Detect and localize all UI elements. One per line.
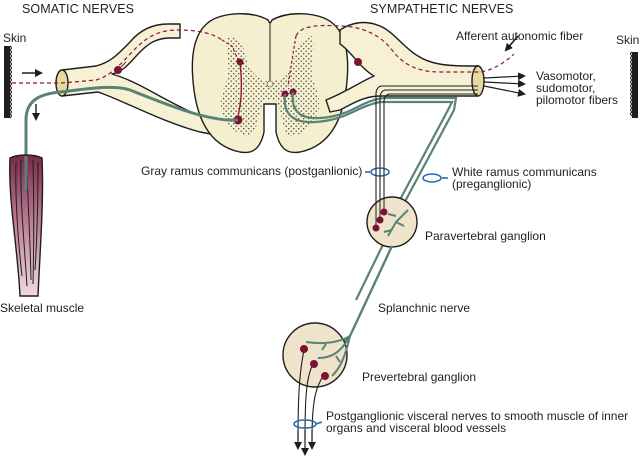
visceral-nerve-arrows <box>294 430 316 456</box>
skin-right <box>630 51 638 118</box>
label-skin-left: Skin <box>3 31 26 45</box>
label-white-ramus-1: White ramus communicans <box>452 165 597 179</box>
visceral-postganglionic-cell <box>321 372 329 380</box>
prevertebral-ganglion <box>282 322 351 441</box>
skeletal-muscle <box>9 154 44 297</box>
afferent-arrow <box>504 35 519 52</box>
label-skeletal-muscle: Skeletal muscle <box>0 301 84 315</box>
label-effector-3: pilomotor fibers <box>536 93 618 107</box>
somatic-motor-fiber <box>24 85 239 160</box>
effector-fiber-arrows <box>483 72 526 97</box>
heading-somatic: SOMATIC NERVES <box>22 2 134 16</box>
label-splanchnic: Splanchnic nerve <box>378 301 470 315</box>
label-effector-1: Vasomotor, <box>536 69 596 83</box>
dorsal-root-ganglion-cell-right <box>354 58 362 66</box>
paravertebral-ganglion <box>366 168 418 248</box>
label-gray-ramus: Gray ramus communicans (postganlionic) <box>141 164 362 178</box>
label-paravertebral: Paravertebral ganglion <box>425 229 546 243</box>
postganglionic-cell <box>380 208 388 216</box>
gray-ramus-fibers <box>375 85 478 228</box>
afferent-autonomic-fiber <box>295 24 515 73</box>
heading-sympathetic: SYMPATHETIC NERVES <box>370 2 514 16</box>
label-prevertebral: Prevertebral ganglion <box>362 370 476 384</box>
somatic-afferent-fiber <box>12 29 223 84</box>
preganglionic-fibers <box>283 91 458 301</box>
skin-left <box>4 45 12 119</box>
postganglionic-cell <box>372 224 380 232</box>
label-white-ramus-2: (preganglionic) <box>452 177 531 191</box>
label-postganglionic-visceral-1: Postganglionic visceral nerves to smooth… <box>326 409 628 423</box>
postganglionic-cell <box>376 216 384 224</box>
visceral-postganglionic-cell <box>300 345 308 353</box>
white-ramus-ring-marker <box>422 173 442 183</box>
label-skin-right: Skin <box>616 33 639 47</box>
label-afferent-autonomic: Afferent autonomic fiber <box>456 29 583 43</box>
label-postganglionic-visceral-2: organs and visceral blood vessels <box>326 421 506 435</box>
visceral-postganglionic-cell <box>310 360 318 368</box>
spinal-cord <box>191 13 349 154</box>
label-effector-2: sudomotor, <box>536 81 595 95</box>
